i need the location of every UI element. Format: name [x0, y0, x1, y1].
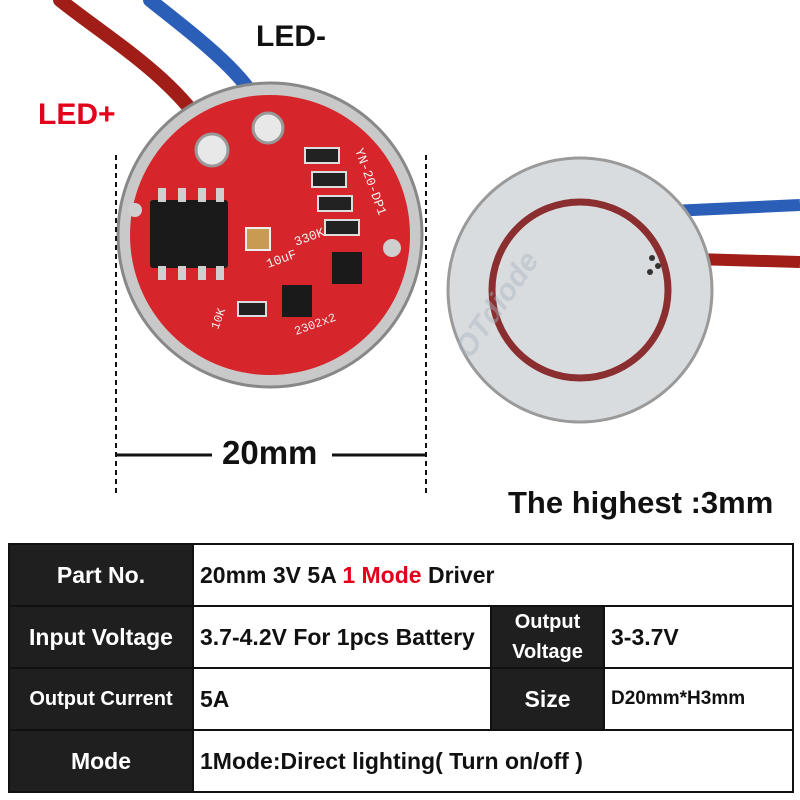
led-minus-label: LED-: [256, 20, 326, 53]
led-plus-pad: [194, 132, 230, 168]
size-value: D20mm*H3mm: [602, 667, 795, 731]
mode-value: 1Mode:Direct lighting( Turn on/off ): [191, 729, 795, 793]
input-voltage-label: Input Voltage: [8, 605, 194, 669]
input-voltage-value: 3.7-4.2V For 1pcs Battery: [192, 605, 492, 669]
output-voltage-value: 3-3.7V: [602, 605, 795, 669]
mode-highlight: 1 Mode: [342, 561, 422, 588]
output-current-value: 5A: [192, 667, 492, 731]
resistor: [317, 195, 353, 212]
capacitor: [245, 227, 271, 251]
height-note: The highest :3mm: [508, 485, 774, 520]
diameter-label: 20mm: [222, 434, 318, 471]
part-no-value: 20mm 3V 5A 1 Mode Driver: [191, 543, 795, 607]
ic-chip: [150, 200, 228, 268]
output-current-label: Output Current: [8, 667, 194, 731]
mode-label: Mode: [8, 729, 194, 793]
product-photo: 10uF 330K YN-20-DP1 2302x2 10K OTdiode: [53, 0, 800, 495]
mosfet: [332, 252, 362, 284]
mosfet: [282, 285, 312, 317]
spec-row-mode: Mode 1Mode:Direct lighting( Turn on/off …: [8, 729, 795, 793]
spec-table: Part No. 20mm 3V 5A 1 Mode Driver Input …: [8, 543, 795, 793]
resistor: [324, 219, 360, 236]
driver-board-back: [446, 156, 714, 424]
led-plus-label: LED+: [38, 98, 116, 131]
resistor: [304, 147, 340, 164]
size-label: Size: [490, 667, 605, 731]
resistor: [237, 301, 267, 317]
part-no-label: Part No.: [8, 543, 194, 607]
driver-board-front: 10uF 330K YN-20-DP1 2302x2 10K: [116, 81, 424, 389]
resistor: [311, 171, 347, 188]
spec-row-current: Output Current 5A Size D20mm*H3mm: [8, 667, 795, 731]
dimension-guides: [115, 155, 427, 495]
spec-row-part-no: Part No. 20mm 3V 5A 1 Mode Driver: [8, 543, 795, 607]
led-minus-pad: [251, 111, 285, 145]
spec-row-voltage: Input Voltage 3.7-4.2V For 1pcs Battery …: [8, 605, 795, 669]
